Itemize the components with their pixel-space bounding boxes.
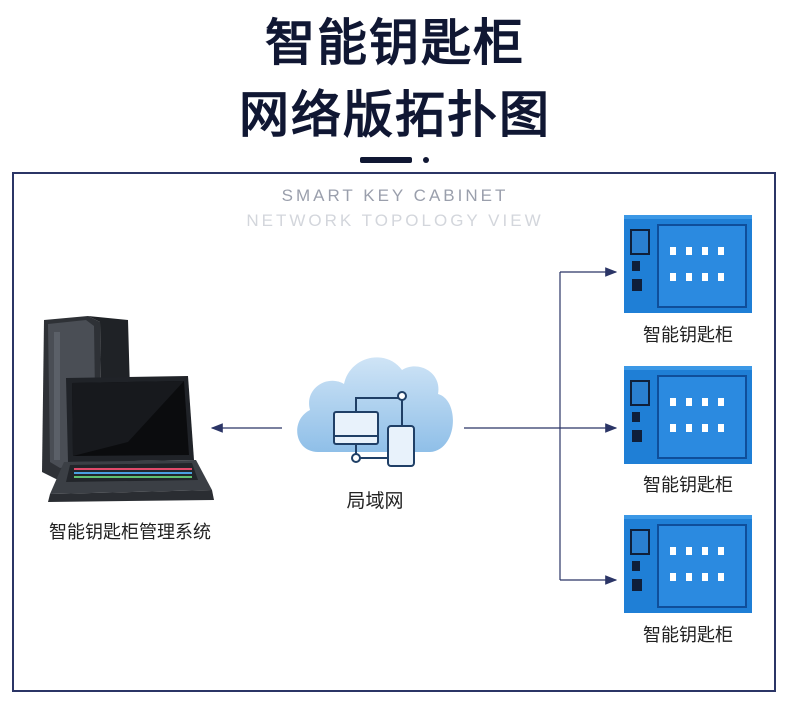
subtitle-line-1: SMART KEY CABINET [281,186,509,205]
diagram-frame [12,172,776,692]
cloud-icon [297,357,453,467]
key-cabinet-2-label: 智能钥匙柜 [643,475,733,496]
key-cabinet-1-icon [624,215,752,313]
subtitle-line-2: NETWORK TOPOLOGY VIEW [246,211,544,230]
page-title-line-1: 智能钥匙柜 [265,14,525,72]
key-cabinet-1-label: 智能钥匙柜 [643,325,733,346]
page-title-line-2: 网络版拓扑图 [239,86,551,144]
title-underline-bar [360,157,412,163]
key-cabinet-2-icon [624,366,752,464]
computer-icon [42,316,214,502]
lan-label: 局域网 [346,490,404,512]
title-underline-dot [423,157,429,163]
management-system-label: 智能钥匙柜管理系统 [49,522,211,543]
key-cabinet-3-label: 智能钥匙柜 [643,625,733,646]
key-cabinet-3-icon [624,515,752,613]
